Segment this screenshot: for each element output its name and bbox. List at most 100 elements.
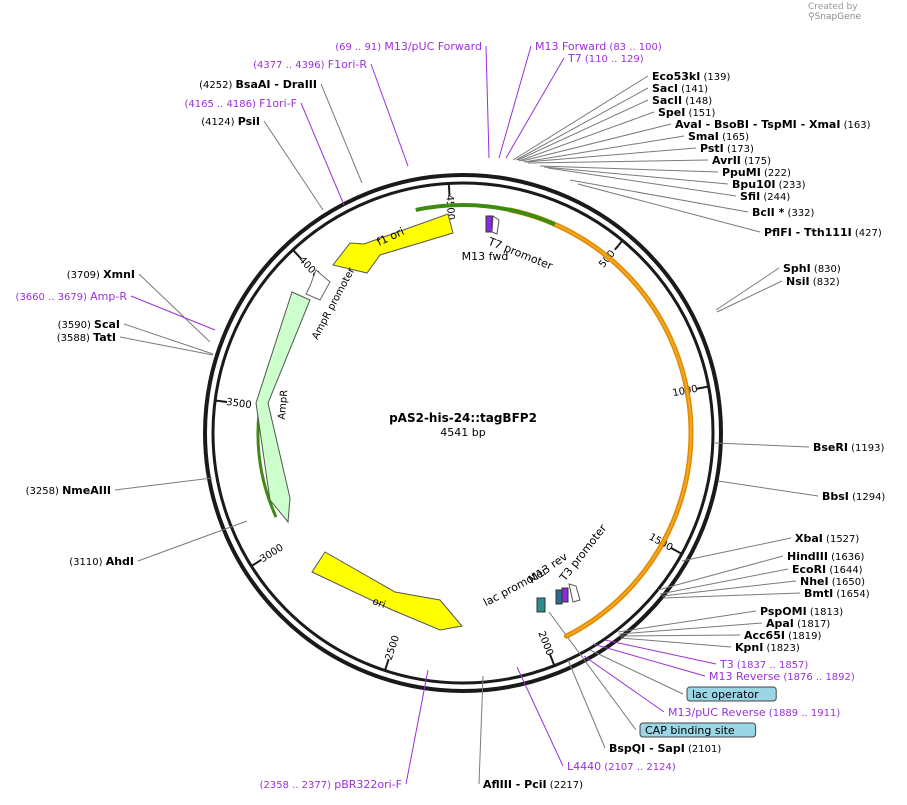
lac-operator-box (536, 597, 546, 613)
site-pos: (151) (685, 108, 715, 119)
site-name: T7 (567, 52, 582, 65)
leader-f1ori-f (300, 102, 345, 206)
site-name: M13 Forward (535, 40, 606, 53)
features (255, 203, 694, 639)
leader-avrii (527, 159, 709, 164)
leader-cap-binding-site (548, 611, 637, 731)
site-pos: (110 .. 129) (582, 54, 644, 65)
site-pos: (3709) (67, 270, 103, 281)
leader-kpni (620, 637, 732, 648)
leader-m13-puc-forward (485, 45, 490, 159)
site-label-spei: SpeI (151) (658, 106, 716, 119)
plasmid-size: 4541 bp (440, 426, 485, 439)
tick-4500 (447, 183, 451, 196)
site-pos: (222) (761, 168, 791, 179)
leader-pbr322ori-f (405, 669, 429, 785)
site-name: AvrII (712, 154, 741, 167)
site-label-nmeaiii: (3258) NmeAIII (26, 484, 111, 497)
site-pos: (3258) (26, 486, 62, 497)
tick-1000 (696, 385, 709, 390)
leader-spei (518, 111, 655, 162)
site-label-m13-reverse: M13 Reverse (1876 .. 1892) (709, 670, 855, 683)
site-pos: (1654) (833, 589, 870, 600)
m13-rev-box (561, 587, 569, 603)
site-label-sacii: SacII (148) (652, 94, 712, 107)
site-label-ecori: EcoRI (1644) (792, 563, 863, 576)
leader-smai (523, 135, 685, 163)
site-pos: (3660 .. 3679) (16, 292, 91, 303)
site-name: Amp-R (90, 290, 127, 303)
site-name: BseRI (813, 441, 848, 454)
leader-acc65i (619, 634, 741, 637)
site-pos: (1813) (807, 607, 844, 618)
feature-label-cap-binding-site: CAP binding site (645, 724, 735, 737)
f1-region-arc (415, 203, 556, 227)
site-label-f1ori-f: (4165 .. 4186) F1ori-F (184, 97, 297, 110)
site-name: SacI (652, 82, 678, 95)
site-label-xmni: (3709) XmnI (67, 268, 135, 281)
leader-bseri (714, 442, 810, 448)
snapgene-credit: Created by ⚲SnapGene (808, 2, 907, 22)
tick-label-3500: 3500 (226, 397, 253, 411)
tick-label-3000: 3000 (258, 542, 285, 565)
site-name: M13/pUC Reverse (668, 706, 766, 719)
site-pos: (4377 .. 4396) (253, 60, 328, 71)
site-pos: (1823) (763, 643, 800, 654)
leader-afliii (478, 675, 484, 785)
site-name: SmaI (688, 130, 719, 143)
leader-pspomi (617, 610, 757, 633)
site-label-kpni: KpnI (1823) (735, 641, 800, 654)
site-pos: (1650) (829, 577, 866, 588)
site-name: NheI (800, 575, 829, 588)
leader-saci (515, 87, 649, 161)
site-label-draiii: - DraIII (271, 78, 317, 91)
site-name: SpeI (658, 106, 685, 119)
ampr-promoter-arrow (305, 269, 331, 301)
site-pos: (1889 .. 1911) (766, 708, 841, 719)
site-name: PsiI (238, 115, 260, 128)
site-label-t3: T3 (1837 .. 1857) (719, 658, 808, 671)
site-name: TatI (93, 331, 116, 344)
site-name: AhdI (106, 555, 134, 568)
site-pos: (3110) (69, 557, 105, 568)
site-name: HindIII (787, 550, 828, 563)
t7-promoter-arrow (491, 215, 500, 235)
site-pos: (4124) (201, 117, 237, 128)
site-name: BclI * (752, 206, 785, 219)
site-pos: (832) (810, 277, 840, 288)
leader-lines (114, 45, 819, 785)
site-label-m13-forward: M13 Forward (83 .. 100) (535, 40, 662, 53)
m13-fwd-box (485, 215, 493, 233)
site-label-m13-puc-reverse: M13/pUC Reverse (1889 .. 1911) (668, 706, 840, 719)
site-name: M13/pUC Forward (384, 40, 482, 53)
site-label-nsii: NsiI (832) (786, 275, 840, 288)
site-pos: (163) (840, 120, 870, 131)
site-label-t7: T7 (110 .. 129) (567, 52, 644, 65)
feature-label-lac-operator: lac operator (692, 688, 759, 701)
site-label-m13-puc-forward: (69 .. 91) M13/pUC Forward (335, 40, 482, 53)
tick-500 (614, 239, 624, 251)
site-pos: (1193) (848, 443, 885, 454)
site-pos: (141) (678, 84, 708, 95)
site-name: L4440 (567, 760, 601, 773)
site-name: pBR322ori-F (334, 778, 402, 791)
site-name: BsaAI (236, 78, 271, 91)
site-name: F1ori-R (328, 58, 368, 71)
leader-xbai (681, 537, 792, 562)
f1-ori-arrow (332, 213, 454, 274)
tick-2000 (549, 654, 556, 667)
site-label-xmai: - XmaI (797, 118, 841, 131)
site-pos: (165) (719, 132, 749, 143)
site-label-ppumi: PpuMI (222) (722, 166, 791, 179)
leader-eco53ki (512, 75, 649, 161)
site-pos: (83 .. 100) (606, 42, 662, 53)
site-pos: (1817) (794, 619, 831, 630)
site-label-bsobi: - BsoBI (702, 118, 749, 131)
site-name: BbsI (822, 490, 849, 503)
leader-psti (525, 147, 697, 163)
tick-1500 (670, 547, 683, 555)
site-label-saci: SacI (141) (652, 82, 708, 95)
site-name: ScaI (94, 318, 120, 331)
leader-m13-forward (498, 45, 532, 159)
tick-label-4500: 4500 (443, 194, 455, 220)
